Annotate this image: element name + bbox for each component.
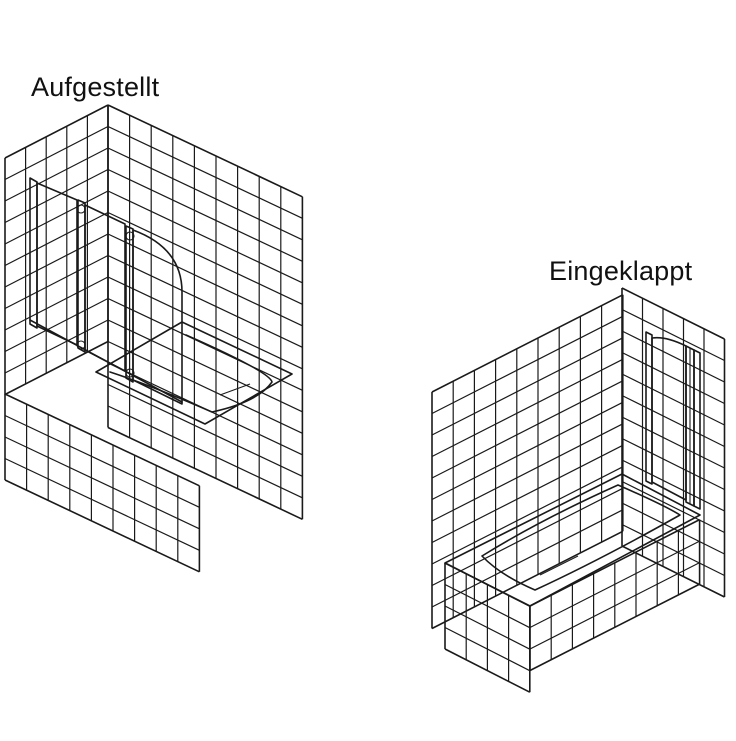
tile-line <box>621 330 725 383</box>
tile-line <box>4 340 109 396</box>
label-unfolded: Aufgestellt <box>31 72 160 102</box>
tile-line <box>621 287 725 340</box>
tile-line <box>107 190 303 284</box>
tile-line <box>431 530 624 630</box>
left-shower-screen <box>29 177 183 405</box>
tile-line <box>107 340 303 434</box>
tile-line <box>107 104 303 198</box>
tile-line <box>4 147 109 202</box>
tile-line <box>107 405 303 499</box>
tile-line <box>107 125 303 219</box>
tile-line <box>107 233 303 327</box>
tile-line <box>529 583 700 672</box>
tile-line <box>107 254 303 348</box>
tile-line <box>4 211 109 267</box>
tile-line <box>107 319 303 413</box>
tile-line <box>431 315 624 415</box>
tile-line <box>621 308 725 362</box>
tile-line <box>444 605 531 650</box>
tile-line <box>621 394 725 448</box>
tile-line <box>431 444 624 544</box>
tile-line <box>621 351 725 405</box>
tile-line <box>107 276 303 370</box>
tile-line <box>107 383 303 477</box>
tile-line <box>4 190 109 245</box>
tile-line <box>4 168 109 224</box>
tile-line <box>431 423 624 522</box>
label-folded: Eingeklappt <box>549 256 693 286</box>
scene-folded <box>431 287 726 693</box>
tile-line <box>431 337 624 436</box>
tile-line <box>4 125 109 181</box>
tile-line <box>107 168 303 262</box>
right-tub-front-tiles <box>444 518 701 693</box>
left-tub-front-tiles <box>4 393 201 573</box>
tile-line <box>431 509 624 608</box>
tile-line <box>529 540 700 629</box>
tile-line <box>431 466 624 565</box>
tile-line <box>431 380 624 479</box>
right-back-wall-tiles <box>431 294 624 630</box>
tile-line <box>431 401 624 501</box>
tile-line <box>4 319 109 374</box>
tile-line <box>621 437 725 491</box>
tile-line <box>444 626 531 672</box>
tile-line <box>107 147 303 241</box>
tile-line <box>4 254 109 310</box>
right-folded-screen <box>645 331 701 510</box>
tile-line <box>4 297 109 353</box>
tile-line <box>4 104 109 159</box>
scene-unfolded <box>4 104 304 573</box>
tile-line <box>4 414 200 508</box>
tile-line <box>621 523 725 577</box>
tile-line <box>431 487 624 587</box>
tile-line <box>529 562 700 650</box>
tile-line <box>621 373 725 426</box>
tile-line <box>621 545 725 598</box>
tile-line <box>431 358 624 458</box>
tile-line <box>4 436 200 530</box>
left-back-wall-tiles <box>107 104 304 521</box>
tile-line <box>621 459 725 512</box>
tile-line <box>444 583 531 629</box>
right-bathtub <box>444 473 701 607</box>
tile-line <box>431 294 624 393</box>
right-side-wall-tiles <box>621 287 726 598</box>
tile-line <box>4 479 200 573</box>
tile-line <box>4 457 200 551</box>
tile-line <box>107 426 303 521</box>
tile-line <box>107 211 303 305</box>
left-side-wall-tiles <box>4 104 109 396</box>
tile-line <box>444 648 531 693</box>
tile-line <box>621 416 725 469</box>
tile-line <box>4 233 109 288</box>
tile-line <box>4 393 200 487</box>
tile-line <box>621 480 725 534</box>
tile-line <box>4 276 109 331</box>
